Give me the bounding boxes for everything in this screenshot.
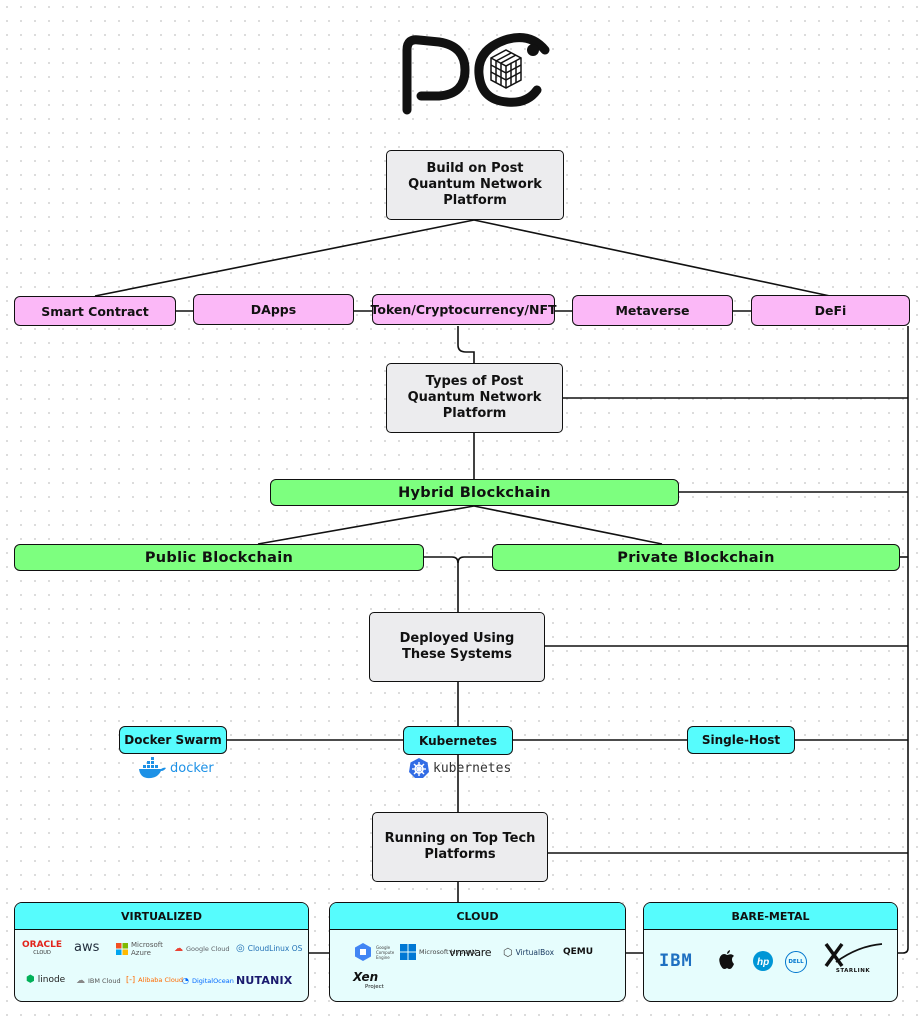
kubernetes-wordmark: kubernetes [433, 760, 512, 776]
cloud-title: CLOUD [330, 903, 625, 930]
docker-logo: docker [137, 757, 214, 779]
nutanix-logo: NUTANIX [236, 974, 293, 987]
docker-wordmark: docker [170, 760, 214, 776]
ibm-cloud-logo: ☁ IBM Cloud [76, 976, 121, 986]
ibm-cloud-icon: ☁ [76, 976, 85, 986]
dell-ring: DELL [785, 951, 807, 973]
starlink-icon [824, 942, 883, 968]
linode-logo: ⬢ linode [26, 974, 66, 985]
deploy-node: Deployed Using These Systems [369, 612, 545, 682]
bare-metal-title: BARE-METAL [644, 903, 897, 930]
kubernetes-logo: kubernetes [408, 757, 511, 779]
azure-logo: Microsoft Azure [116, 941, 163, 957]
product-token: Token/Cryptocurrency/NFT [370, 294, 557, 325]
docker-swarm-node: Docker Swarm [119, 726, 227, 754]
alibaba-icon: [-] [126, 975, 136, 984]
private-blockchain-node: Private Blockchain [492, 544, 900, 571]
product-defi: DeFi [751, 295, 910, 326]
qemu-logo: QEMU [563, 947, 594, 957]
linode-icon: ⬢ [26, 974, 35, 985]
google-cloud-icon: ☁ [174, 944, 183, 954]
cloudlinux-icon: ◎ [236, 943, 245, 954]
docker-whale-icon [139, 757, 166, 779]
types-node: Types of Post Quantum Network Platform [386, 363, 563, 433]
pqc-logo [402, 33, 550, 115]
root-node: Build on Post Quantum Network Platform [386, 150, 564, 220]
aws-logo: aws [74, 940, 100, 955]
public-blockchain-node: Public Blockchain [14, 544, 424, 571]
compute-engine-icon [355, 943, 371, 961]
ibm-logo: IBM [659, 951, 693, 971]
kubernetes-wheel-icon [409, 758, 429, 778]
digitalocean-icon: ◔ [182, 976, 189, 985]
dell-logo: DELL [785, 951, 807, 973]
digitalocean-logo: ◔ DigitalOcean [182, 976, 234, 985]
google-compute-logo: Google Compute Engine [353, 942, 398, 962]
hybrid-blockchain-node: Hybrid Blockchain [270, 479, 679, 506]
virtualbox-logo: ⬡ VirtualBox [503, 946, 555, 959]
hyperv-icon [400, 944, 416, 960]
apple-logo [718, 950, 736, 970]
hp-icon: hp [753, 951, 773, 971]
product-dapps: DApps [193, 294, 354, 325]
single-host-node: Single-Host [687, 726, 795, 754]
bare-metal-panel: BARE-METAL [643, 902, 898, 1002]
product-metaverse: Metaverse [572, 295, 733, 326]
kubernetes-node: Kubernetes [403, 726, 513, 755]
apple-icon [719, 950, 734, 969]
microsoft-squares-icon [116, 943, 128, 955]
cloud-panel: CLOUD [329, 902, 626, 1002]
vmware-logo: vmware [449, 946, 492, 959]
hyperv-logo: Microsoft Hyper-V [400, 944, 476, 960]
product-smart-contract: Smart Contract [14, 296, 176, 326]
xen-logo: Xen Project [353, 970, 384, 990]
virtualbox-icon: ⬡ [503, 946, 513, 959]
cloudlinux-logo: ◎ CloudLinux OS [236, 943, 303, 954]
virtualized-panel: VIRTUALIZED [14, 902, 309, 1002]
google-cloud-logo: ☁ Google Cloud [174, 944, 230, 954]
hp-logo: hp [752, 950, 774, 972]
svg-text:hp: hp [757, 957, 769, 968]
virtualized-title: VIRTUALIZED [15, 903, 308, 930]
platforms-node: Running on Top Tech Platforms [372, 812, 548, 882]
starlink-logo: STARLINK [822, 942, 884, 974]
alibaba-cloud-logo: [-] Alibaba Cloud [126, 975, 184, 984]
oracle-logo: ORACLE CLOUD [22, 940, 63, 956]
